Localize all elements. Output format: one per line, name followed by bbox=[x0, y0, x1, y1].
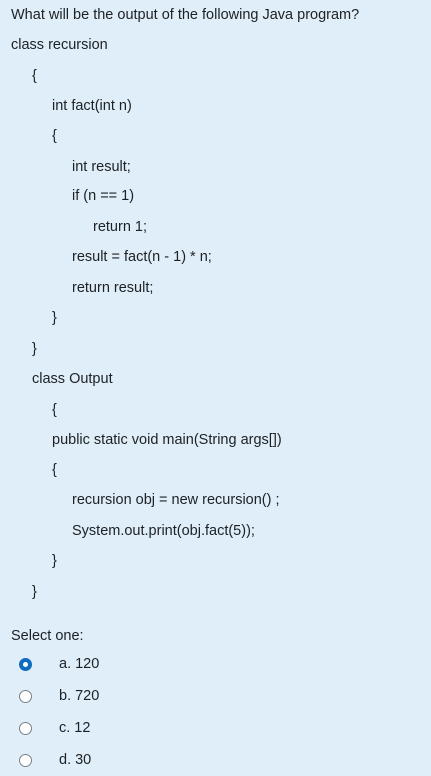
option-b[interactable]: b. 720 bbox=[0, 686, 431, 710]
code-line: int fact(int n) bbox=[52, 98, 132, 114]
radio-selected-icon[interactable] bbox=[19, 658, 32, 671]
select-one-label: Select one: bbox=[11, 628, 84, 644]
radio-icon[interactable] bbox=[19, 722, 32, 735]
code-line: recursion obj = new recursion() ; bbox=[72, 492, 280, 508]
code-line: { bbox=[52, 402, 57, 418]
option-label: a. 120 bbox=[59, 656, 100, 672]
code-line: if (n == 1) bbox=[72, 188, 135, 204]
option-label: b. 720 bbox=[59, 688, 100, 704]
code-line: { bbox=[52, 462, 57, 478]
option-a[interactable]: a. 120 bbox=[0, 654, 431, 678]
radio-icon[interactable] bbox=[19, 754, 32, 767]
option-c[interactable]: c. 12 bbox=[0, 718, 431, 742]
code-line: } bbox=[52, 310, 57, 326]
code-line: { bbox=[32, 68, 37, 84]
code-line: } bbox=[32, 341, 37, 357]
code-line: class recursion bbox=[11, 37, 108, 53]
question-prompt: What will be the output of the following… bbox=[11, 7, 360, 23]
code-line: result = fact(n - 1) * n; bbox=[72, 249, 212, 265]
code-line: public static void main(String args[]) bbox=[52, 432, 282, 448]
option-d[interactable]: d. 30 bbox=[0, 750, 431, 774]
radio-icon[interactable] bbox=[19, 690, 32, 703]
code-line: return result; bbox=[72, 280, 154, 296]
option-label: d. 30 bbox=[59, 752, 92, 768]
code-line: return 1; bbox=[93, 219, 147, 235]
code-line: { bbox=[52, 128, 57, 144]
option-label: c. 12 bbox=[59, 720, 91, 736]
code-line: System.out.print(obj.fact(5)); bbox=[72, 523, 255, 539]
code-line: } bbox=[32, 584, 37, 600]
code-line: } bbox=[52, 553, 57, 569]
code-line: class Output bbox=[32, 371, 113, 387]
code-line: int result; bbox=[72, 159, 131, 175]
